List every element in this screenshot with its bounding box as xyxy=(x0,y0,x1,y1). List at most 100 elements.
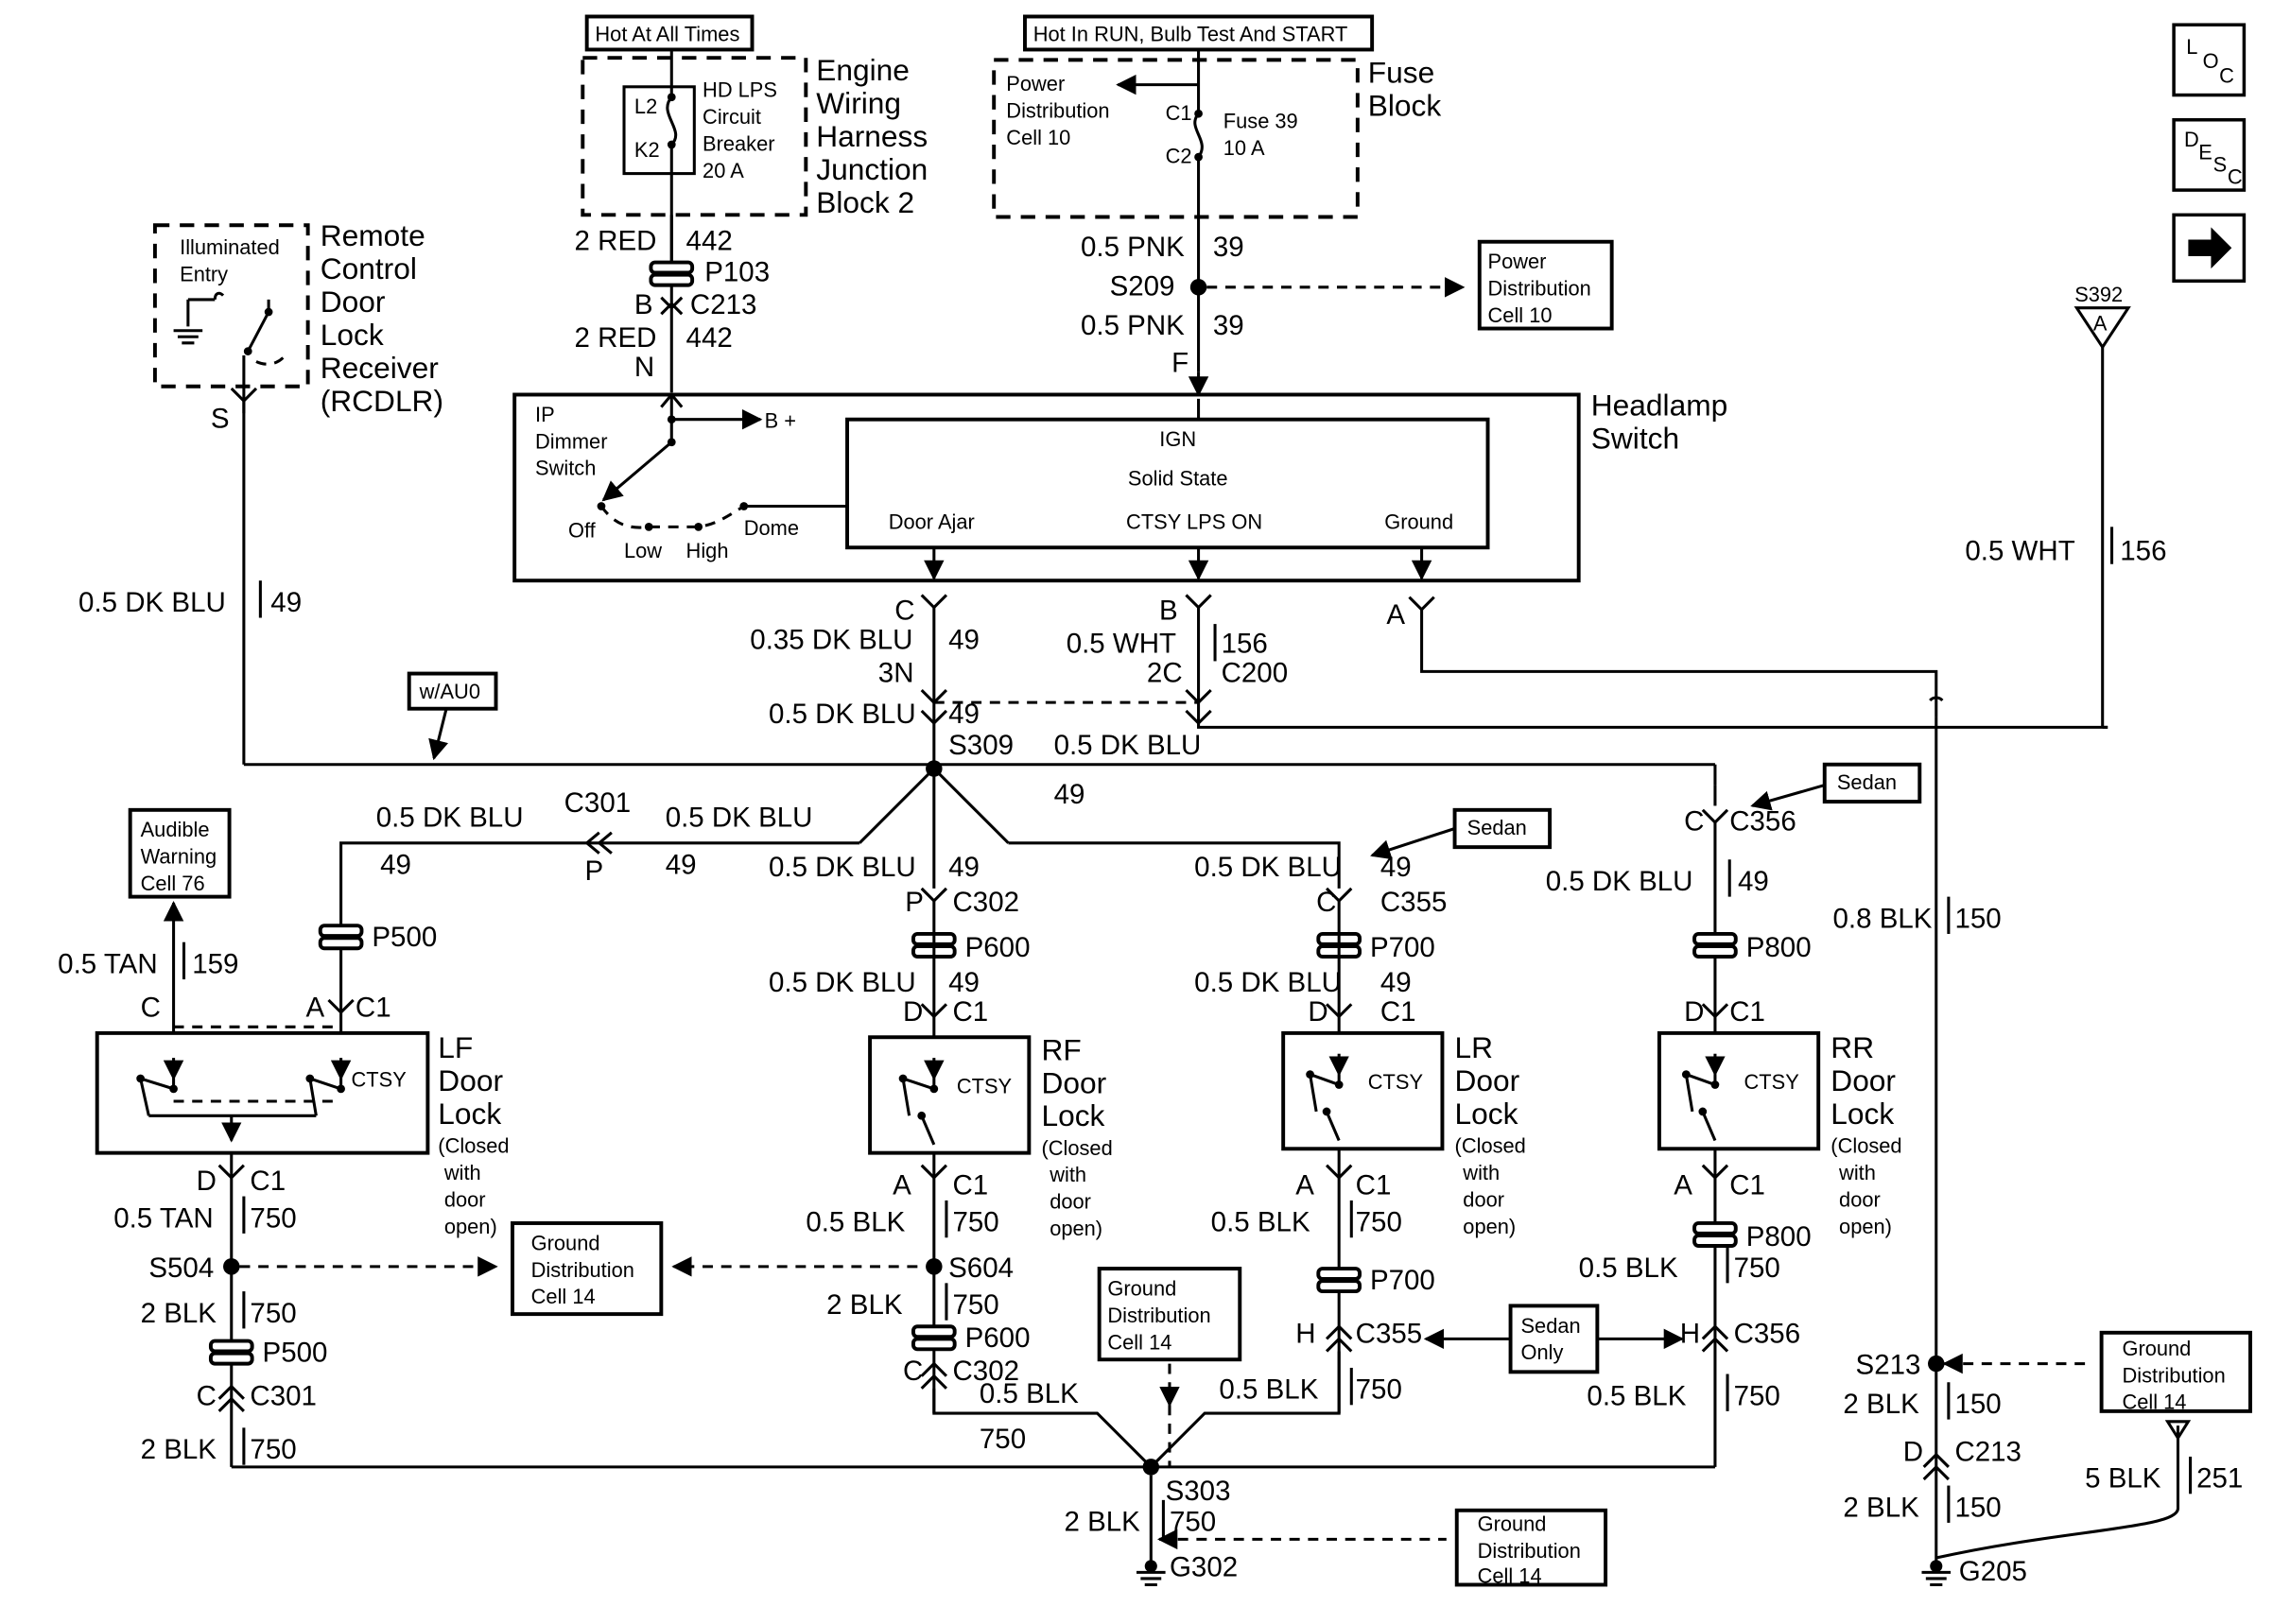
svg-text:open): open) xyxy=(1839,1215,1892,1238)
svg-text:S: S xyxy=(2213,152,2228,176)
svg-text:with: with xyxy=(1838,1161,1876,1184)
svg-text:Ground: Ground xyxy=(2122,1337,2191,1360)
svg-text:P500: P500 xyxy=(263,1337,328,1368)
svg-text:S309: S309 xyxy=(948,730,1014,761)
svg-text:C213: C213 xyxy=(690,289,757,320)
svg-text:Ground: Ground xyxy=(1478,1512,1547,1536)
svg-text:0.5 BLK: 0.5 BLK xyxy=(806,1207,905,1238)
svg-text:Block: Block xyxy=(1368,88,1442,122)
svg-text:door: door xyxy=(1463,1187,1504,1211)
svg-text:49: 49 xyxy=(666,850,697,881)
svg-text:Cell 14: Cell 14 xyxy=(1107,1330,1171,1354)
svg-text:with: with xyxy=(1049,1163,1086,1186)
svg-text:2 RED: 2 RED xyxy=(575,225,657,256)
svg-text:S: S xyxy=(211,403,230,434)
svg-text:A: A xyxy=(305,992,324,1023)
svg-text:20 A: 20 A xyxy=(703,159,744,182)
svg-text:CTSY: CTSY xyxy=(1744,1070,1800,1094)
svg-text:B +: B + xyxy=(765,408,796,432)
svg-text:P800: P800 xyxy=(1746,932,1812,963)
svg-text:IP: IP xyxy=(535,403,555,426)
svg-text:CTSY: CTSY xyxy=(957,1074,1013,1097)
svg-text:Switch: Switch xyxy=(1591,421,1679,455)
rcdlr-module: Illuminated Entry Remote Control Door Lo… xyxy=(78,218,443,765)
svg-text:S392: S392 xyxy=(2074,283,2123,306)
svg-text:750: 750 xyxy=(1356,1374,1402,1406)
svg-text:156: 156 xyxy=(1222,629,1268,660)
svg-text:49: 49 xyxy=(270,587,302,618)
svg-text:150: 150 xyxy=(1954,1389,2001,1420)
s303-splice xyxy=(1142,1459,1160,1476)
svg-text:Lock: Lock xyxy=(1455,1097,1518,1131)
svg-text:39: 39 xyxy=(1213,232,1244,263)
svg-text:Breaker: Breaker xyxy=(703,132,774,156)
svg-text:w/AU0: w/AU0 xyxy=(419,680,480,703)
svg-text:P500: P500 xyxy=(372,922,437,953)
svg-text:2 BLK: 2 BLK xyxy=(826,1289,903,1321)
next-button[interactable] xyxy=(2172,213,2247,284)
svg-text:Harness: Harness xyxy=(816,119,928,153)
svg-text:C1: C1 xyxy=(952,1169,988,1201)
svg-text:49: 49 xyxy=(1380,967,1412,998)
svg-text:C1: C1 xyxy=(1380,996,1416,1028)
svg-text:C: C xyxy=(197,1380,217,1411)
svg-text:door: door xyxy=(1839,1187,1881,1211)
svg-text:Control: Control xyxy=(321,251,417,285)
svg-text:O: O xyxy=(2203,49,2219,73)
svg-text:2C: 2C xyxy=(1147,657,1183,688)
svg-text:S209: S209 xyxy=(1110,271,1175,302)
svg-text:0.5 BLK: 0.5 BLK xyxy=(1587,1380,1686,1411)
svg-text:5 BLK: 5 BLK xyxy=(2085,1463,2161,1494)
svg-text:Circuit: Circuit xyxy=(703,105,761,129)
svg-text:C2: C2 xyxy=(1166,145,1192,168)
loc-button[interactable]: L O C xyxy=(2172,23,2247,97)
svg-text:Door: Door xyxy=(1455,1063,1520,1097)
svg-text:Entry: Entry xyxy=(180,262,228,285)
svg-text:Lock: Lock xyxy=(321,318,384,352)
svg-text:Off: Off xyxy=(568,518,597,542)
ground-distribution-ref-1: Ground Distribution Cell 14 xyxy=(511,1220,918,1317)
svg-text:IGN: IGN xyxy=(1159,427,1196,451)
svg-text:2 BLK: 2 BLK xyxy=(141,1434,217,1465)
s392-feed: S392 A 0.5 WHT 156 xyxy=(1965,283,2167,729)
svg-text:Audible: Audible xyxy=(141,818,210,841)
svg-text:L: L xyxy=(2186,35,2197,59)
svg-text:0.5 DK BLU: 0.5 DK BLU xyxy=(1054,730,1202,761)
svg-text:Hot At All Times: Hot At All Times xyxy=(595,23,739,46)
svg-text:LF: LF xyxy=(438,1030,473,1064)
svg-text:Door: Door xyxy=(1041,1065,1106,1099)
svg-text:C356: C356 xyxy=(1729,806,1796,838)
svg-text:Remote: Remote xyxy=(321,218,425,252)
svg-text:(Closed: (Closed xyxy=(438,1134,509,1158)
svg-text:Door: Door xyxy=(1831,1063,1896,1097)
svg-text:Distribution: Distribution xyxy=(1107,1304,1210,1327)
svg-text:0.5 DK BLU: 0.5 DK BLU xyxy=(769,967,916,998)
svg-text:D: D xyxy=(1308,996,1327,1028)
svg-text:L2: L2 xyxy=(634,95,657,118)
svg-text:Ground: Ground xyxy=(1107,1276,1176,1300)
svg-text:0.8 BLK: 0.8 BLK xyxy=(1832,903,1932,934)
svg-text:HD LPS: HD LPS xyxy=(703,78,777,102)
s504-splice xyxy=(223,1258,240,1275)
svg-text:D: D xyxy=(1903,1436,1923,1467)
svg-text:Ground: Ground xyxy=(1384,510,1453,534)
svg-text:Door: Door xyxy=(321,285,386,319)
svg-text:C: C xyxy=(894,596,914,627)
svg-text:S303: S303 xyxy=(1166,1476,1231,1507)
svg-text:Sedan: Sedan xyxy=(1837,770,1897,794)
svg-text:Cell 76: Cell 76 xyxy=(141,872,205,895)
svg-text:49: 49 xyxy=(1380,852,1412,883)
svg-text:B: B xyxy=(634,289,653,320)
svg-text:Engine: Engine xyxy=(816,53,910,87)
svg-text:C: C xyxy=(1684,806,1704,838)
svg-text:Hot In RUN, Bulb Test And STAR: Hot In RUN, Bulb Test And START xyxy=(1033,23,1348,46)
rf-door-lock: 0.5 DK BLU 49 P C302 P600 0.5 DK BLU 49 … xyxy=(769,852,1153,1468)
svg-text:0.5 PNK: 0.5 PNK xyxy=(1081,232,1185,263)
engine-junction-block: L2 K2 HD LPS Circuit Breaker 20 A Engine… xyxy=(581,49,928,269)
svg-text:S504: S504 xyxy=(148,1253,214,1284)
svg-text:door: door xyxy=(444,1187,486,1211)
desc-button[interactable]: D E S C xyxy=(2172,118,2247,192)
s209-splice xyxy=(1189,279,1207,296)
svg-text:Power: Power xyxy=(1006,72,1065,95)
svg-text:Lock: Lock xyxy=(1831,1097,1894,1131)
